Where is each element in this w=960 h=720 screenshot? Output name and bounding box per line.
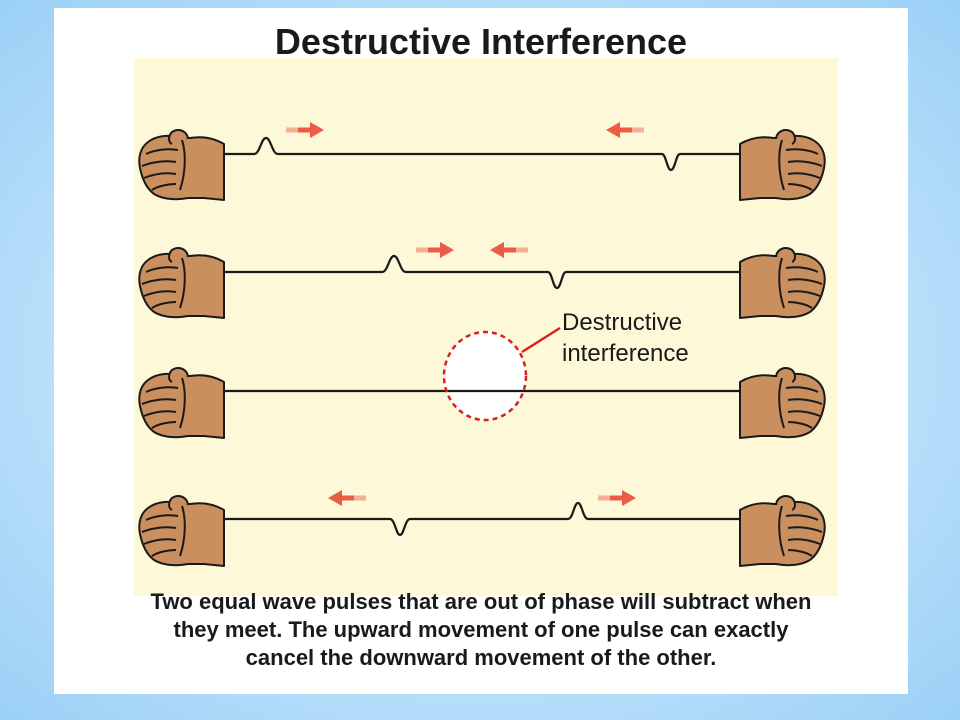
slide-title: Destructive Interference [274, 21, 688, 62]
callout-label-line-2: interference [562, 340, 689, 367]
left-hand-icon [138, 367, 225, 439]
caption-line-3: cancel the downward movement of the othe… [245, 645, 717, 670]
callout-label-line-1: Destructive [562, 309, 682, 336]
rope-row-1 [222, 136, 744, 172]
rope-row-4 [222, 501, 744, 537]
right-hand-icon [739, 495, 826, 567]
left-hand-icon [138, 247, 225, 319]
cancellation-region-highlight [444, 332, 526, 420]
dashed-circle [442, 330, 528, 422]
diagram-panel [134, 58, 838, 596]
destructive-interference-diagram: Destructive interference [134, 58, 838, 596]
row-2-pulses-closer [138, 242, 826, 319]
rope-row-2 [222, 254, 744, 290]
right-hand-icon [739, 129, 826, 201]
row-1-pulses-approaching [138, 122, 826, 201]
left-hand-icon [138, 129, 225, 201]
callout-leader-line [521, 326, 561, 354]
caption: Two equal wave pulses that are out of ph… [54, 588, 908, 672]
caption-line-2: they meet. The upward movement of one pu… [173, 617, 789, 642]
right-hand-icon [739, 367, 826, 439]
slide: Destructive interference Destructive Int… [54, 8, 908, 694]
caption-line-1: Two equal wave pulses that are out of ph… [150, 589, 812, 614]
left-hand-icon [138, 495, 225, 567]
row-4-pulses-separated [138, 490, 826, 567]
right-hand-icon [739, 247, 826, 319]
row-3-pulses-cancel: Destructive interference [138, 309, 826, 439]
